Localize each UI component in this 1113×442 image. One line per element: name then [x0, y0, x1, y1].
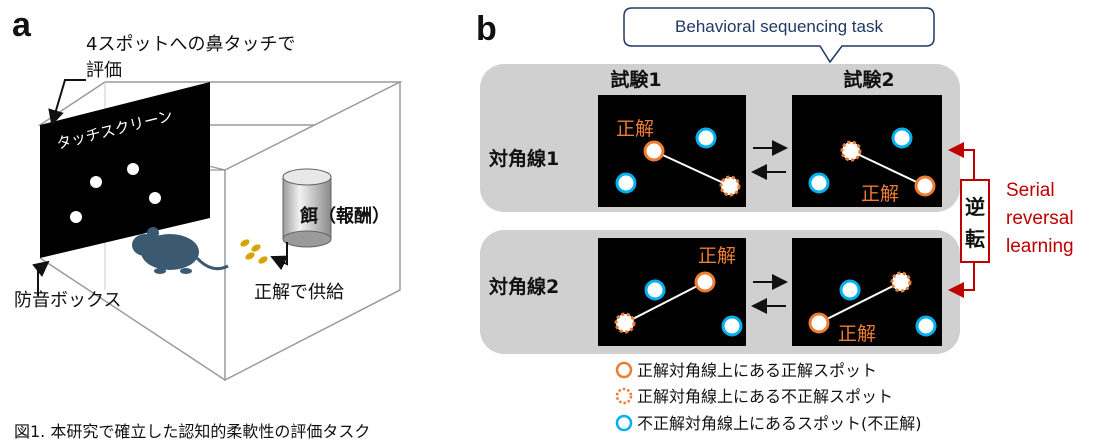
food-pellets-icon	[240, 239, 268, 264]
correct-label: 正解	[616, 118, 654, 140]
spot-wrong-diagonal	[721, 315, 743, 337]
serial-line2: reversal	[1006, 208, 1074, 229]
correct-label: 正解	[861, 183, 899, 205]
spot-wrong-diagonal	[839, 279, 861, 301]
screen-spot	[127, 163, 139, 175]
mouse-icon	[132, 227, 229, 274]
incorrect-spot-correct-diagonal	[719, 175, 741, 197]
eval-label-line1: 4スポットへの鼻タッチで	[86, 34, 295, 55]
panel-b: b Behavioral sequencing task 試験1 試験2 対角線…	[476, 7, 1074, 433]
legend-item-1: 正解対角線上にある正解スポット	[637, 361, 877, 380]
screen-spot	[70, 211, 82, 223]
eval-arrow	[48, 79, 86, 126]
figure-caption: 図1. 本研究で確立した認知的柔軟性の評価タスク	[14, 422, 370, 441]
spot-wrong-diagonal	[915, 315, 937, 337]
panel-a: a タッチスクリーン 4スポットへの鼻タッチで 評価	[12, 6, 403, 382]
reward-dispenser-icon	[282, 168, 332, 248]
legend-dashed-icon	[615, 387, 633, 405]
screen-spot	[149, 192, 161, 204]
correct-spot	[643, 140, 665, 162]
screen-spot	[90, 176, 102, 188]
reward-label: 餌（報酬）	[299, 205, 390, 227]
spot-wrong-diagonal	[644, 279, 666, 301]
reversal-arrow-up	[948, 142, 975, 180]
spot-wrong-diagonal	[891, 127, 913, 149]
panel-a-letter: a	[12, 6, 32, 44]
correct-label: 正解	[838, 323, 876, 345]
trial1-label: 試験1	[610, 68, 661, 91]
spot-wrong-diagonal	[808, 172, 830, 194]
legend-cyan-icon	[615, 414, 633, 432]
spot-wrong-diagonal	[615, 172, 637, 194]
screen-row1-trial2: 正解	[792, 95, 942, 207]
legend: 正解対角線上にある正解スポット 正解対角線上にある不正解スポット 不正解対角線上…	[615, 361, 922, 433]
incorrect-spot-correct-diagonal	[840, 140, 862, 162]
correct-spot	[694, 271, 716, 293]
screen-row2-trial1: 正解	[598, 238, 746, 346]
correct-spot	[808, 312, 830, 334]
legend-item-3: 不正解対角線上にあるスポット(不正解)	[637, 414, 922, 433]
task-callout: Behavioral sequencing task	[623, 7, 935, 64]
spot-wrong-diagonal	[695, 127, 717, 149]
eval-label-line2: 評価	[86, 60, 122, 81]
reversal-char1: 逆	[965, 195, 985, 219]
serial-line1: Serial	[1006, 180, 1055, 201]
serial-line3: learning	[1006, 236, 1074, 257]
screen-row2-trial2: 正解	[792, 238, 942, 346]
incorrect-spot-correct-diagonal	[890, 271, 912, 293]
correct-label: 正解	[698, 245, 736, 267]
row2-label: 対角線2	[488, 275, 559, 298]
legend-correct-icon	[615, 361, 633, 379]
legend-item-2: 正解対角線上にある不正解スポット	[637, 387, 893, 406]
correct-spot	[914, 175, 936, 197]
box-arrow	[32, 260, 50, 296]
callout-text: Behavioral sequencing task	[675, 17, 883, 36]
box-label: 防音ボックス	[14, 290, 121, 311]
reversal-arrow-down	[948, 262, 975, 298]
reversal-box	[960, 179, 990, 263]
supply-arrow	[270, 242, 289, 271]
incorrect-spot-correct-diagonal	[614, 312, 636, 334]
supply-label: 正解で供給	[254, 282, 344, 303]
row1-label: 対角線1	[488, 147, 559, 170]
reversal-char2: 転	[965, 227, 985, 251]
screen-row1-trial1: 正解	[598, 95, 746, 207]
panel-b-letter: b	[476, 10, 497, 48]
trial2-label: 試験2	[843, 68, 894, 91]
